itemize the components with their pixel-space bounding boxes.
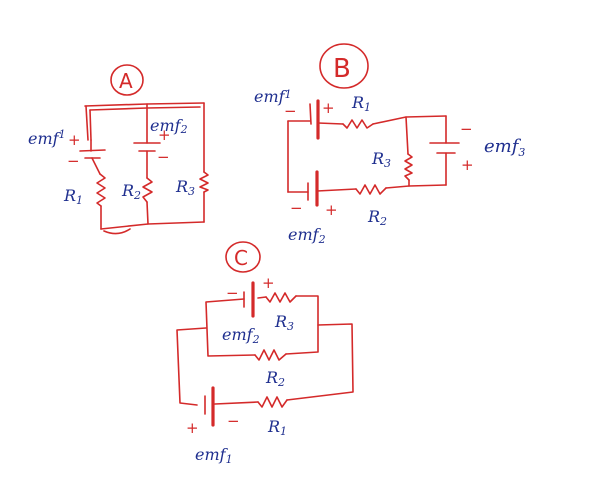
circuit-a-emf2-minus: −: [157, 148, 170, 166]
circuit-a-emf1-plus: +: [68, 131, 81, 149]
circuit-a-emf2-plus: +: [158, 126, 171, 144]
circuit-c-emf2-label: emf2: [222, 325, 260, 346]
circuit-c-emf1-minus: −: [227, 412, 240, 430]
circuit-a-r1-resistor: [96, 173, 106, 207]
circuit-b-emf3-plus: +: [461, 156, 474, 174]
circuit-a-emf1-minus: −: [67, 152, 80, 170]
circuit-b-r2-label: R2: [367, 207, 387, 228]
circuit-c-emf1-plus: +: [186, 419, 199, 437]
circuit-c-r1-resistor: [257, 396, 288, 408]
circuit-b-r3-resistor: [404, 153, 413, 181]
circuit-a-emf1-label: emf1: [28, 128, 66, 148]
circuit-c-emf1-label: emf1: [195, 445, 233, 466]
circuit-c-r3-label: R3: [274, 312, 294, 333]
circuit-c-r2-resistor: [254, 349, 287, 361]
circuit-a-r1-label: R1: [63, 186, 83, 207]
circuit-c: C − + + − emf2 R3 R2 R1 emf1: [176, 241, 354, 466]
circuit-c-r1-label: R1: [267, 417, 287, 438]
circuit-c-r3-resistor: [265, 292, 297, 303]
circuit-c-badge-label: C: [234, 246, 248, 270]
circuit-a-r2-label: R2: [121, 181, 141, 202]
circuit-a-left-wire: [85, 105, 92, 141]
circuit-c-emf2-plus: +: [262, 274, 275, 292]
circuit-c-r2-label: R2: [265, 368, 285, 389]
circuit-b-emf3-battery: [429, 142, 460, 154]
circuit-b-r2-resistor: [355, 184, 387, 195]
circuit-a-badge-circle: [110, 64, 144, 96]
circuit-b-r1-resistor: [342, 119, 374, 129]
circuit-b-badge-circle: [319, 43, 369, 89]
circuit-b-emf1-minus: −: [284, 102, 297, 120]
circuit-c-badge-circle: [225, 241, 261, 273]
circuit-b-emf1-battery: [309, 103, 312, 125]
circuit-a-branch1-wire: [90, 139, 102, 230]
circuit-a-bottom-wire: [100, 221, 205, 230]
circuit-c-emf2-minus: −: [226, 284, 239, 302]
circuit-c-inner-loop-wire: [205, 295, 319, 357]
circuit-a-emf2-label: emf2: [150, 116, 188, 136]
circuit-b-badge-label: B: [333, 54, 351, 84]
circuit-a-emf1-battery: [79, 149, 106, 159]
circuit-a: A + − + − emf1 emf2 R1 R2 R3: [28, 64, 209, 235]
circuit-a-r2-resistor: [142, 177, 153, 203]
circuit-b-emf1-plus: +: [322, 99, 335, 117]
circuit-a-r3-label: R3: [175, 177, 195, 198]
circuit-c-outer-loop-wire: [176, 323, 354, 406]
circuit-a-bottom-curve: [103, 228, 131, 235]
circuit-b: B − + − + − + emf1 R1 R3 R2 emf2 emf3: [254, 43, 525, 246]
circuit-b-emf2-label: emf2: [288, 225, 326, 246]
circuit-a-badge-label: A: [119, 69, 133, 93]
circuit-b-emf3-label: emf3: [484, 136, 525, 159]
circuit-b-r3-label: R3: [371, 149, 391, 170]
circuit-a-top-wire-double: [89, 106, 201, 111]
circuit-a-branch2-wire: [146, 103, 149, 225]
circuit-b-r1-label: R1: [351, 93, 371, 114]
circuit-a-top-wire: [84, 102, 205, 107]
circuit-b-emf1-label: emf1: [254, 87, 292, 106]
circuit-b-r3-branch-wire: [405, 116, 410, 187]
circuit-b-emf2-plus: +: [325, 201, 338, 219]
circuit-b-emf3-minus: −: [460, 120, 473, 138]
circuit-a-r3-resistor: [199, 171, 209, 193]
circuit-b-emf2-minus: −: [290, 199, 303, 217]
